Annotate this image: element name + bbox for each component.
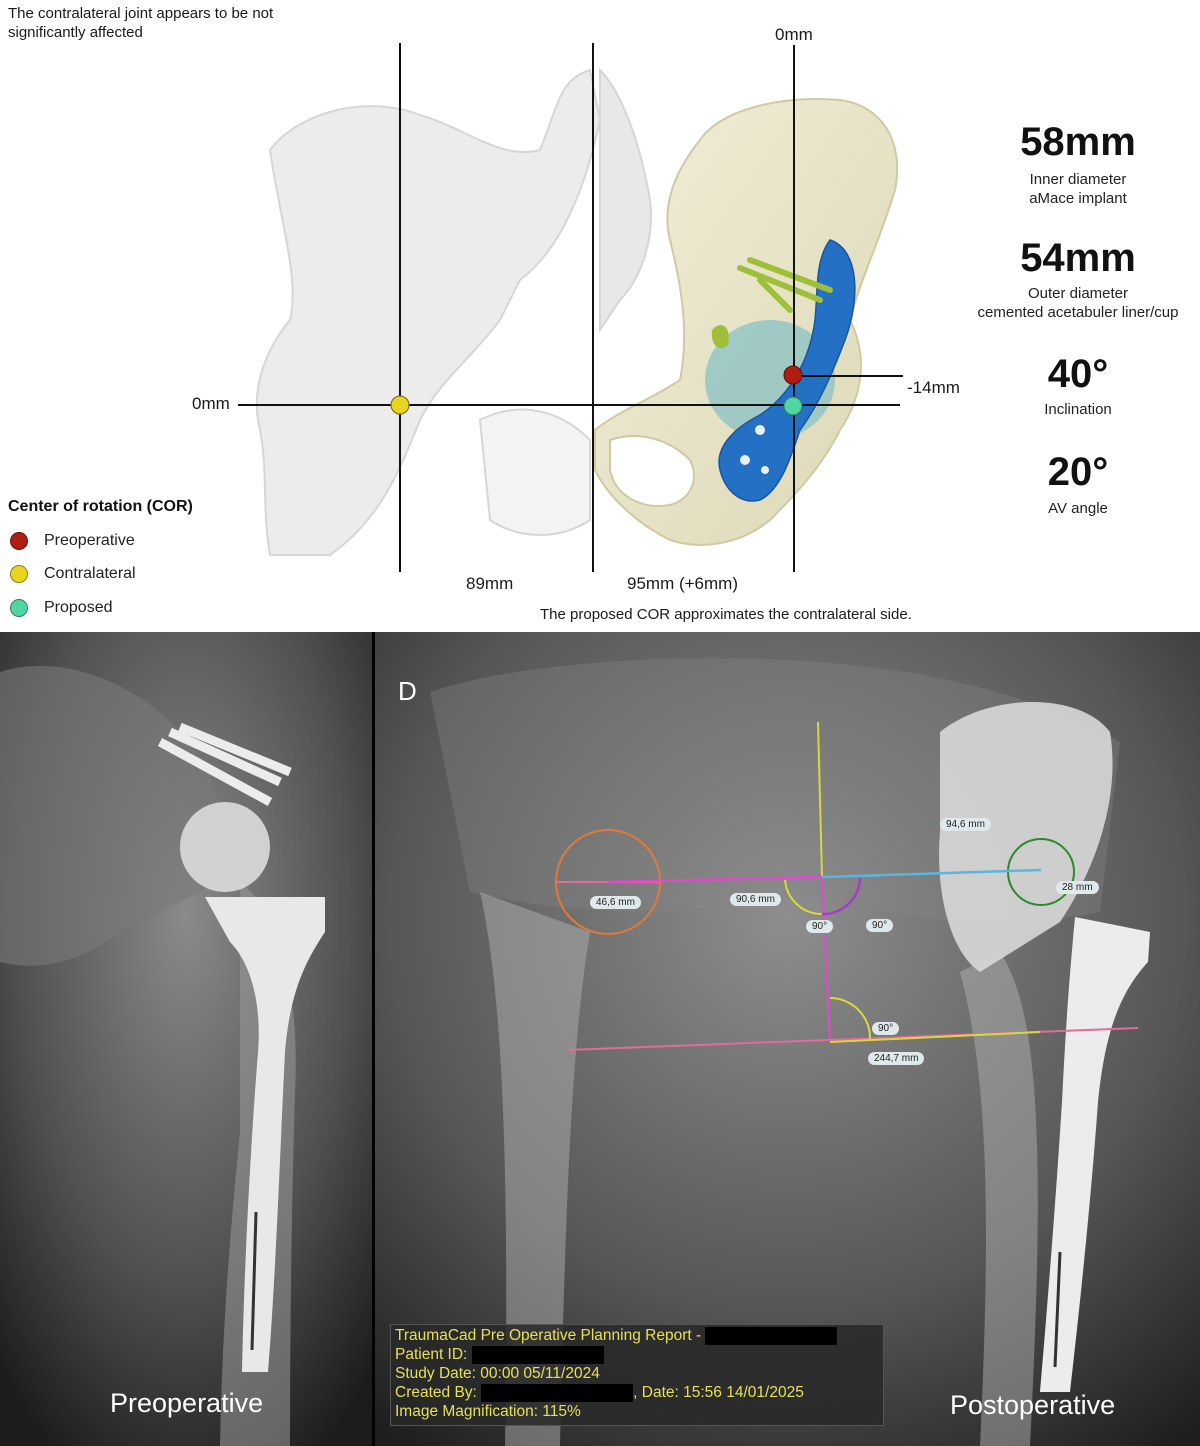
- stat-inclination-value: 40°: [1047, 352, 1109, 396]
- stat-av-angle-label: AV angle: [1048, 500, 1108, 517]
- report-created-by: Created By:: [395, 1384, 477, 1402]
- stat-outer-diameter-value: 54mm: [1020, 236, 1136, 280]
- legend-item-proposed: Proposed: [10, 596, 113, 620]
- legend-label-contralateral: Contralateral: [44, 565, 136, 582]
- report-created-date: , Date: 15:56 14/01/2025: [633, 1384, 804, 1402]
- traumacad-report-box: TraumaCad Pre Operative Planning Report …: [390, 1324, 884, 1426]
- xray-images: [0, 632, 1200, 1446]
- legend-label-preoperative: Preoperative: [44, 532, 135, 549]
- redacted-block: [471, 1346, 604, 1364]
- pelvis-3d-render: [238, 43, 903, 572]
- stat-inclination-label: Inclination: [1044, 401, 1112, 418]
- contralateral-cor-marker: [390, 395, 410, 415]
- legend-title: Center of rotation (COR): [8, 498, 193, 515]
- report-patient-line: Patient ID:: [395, 1346, 604, 1364]
- measurement-angle-center-left: 90°: [806, 920, 834, 933]
- ghost-pelvis: [255, 67, 652, 556]
- proposed-cor-marker: [783, 396, 803, 416]
- xray-comparison-panel: D Preoperative Postoperative 46,6 mm 90,…: [0, 632, 1200, 1446]
- label-left-zero: 0mm: [192, 394, 230, 413]
- report-study-date: Study Date: 00:00 05/11/2024: [395, 1365, 600, 1382]
- preoperative-xray: [0, 632, 372, 1446]
- contralateral-note: The contralateral joint appears to be no…: [8, 5, 274, 41]
- preoperative-label: Preoperative: [110, 1388, 264, 1418]
- measurement-horizontal-left: 90,6 mm: [730, 893, 781, 906]
- measurement-angle-bottom: 90°: [872, 1022, 900, 1035]
- preoperative-cor-marker: [783, 365, 803, 385]
- report-title-line: TraumaCad Pre Operative Planning Report …: [395, 1327, 838, 1345]
- panel-letter: D: [398, 676, 417, 706]
- stat-outer-diameter-label: Outer diameter cemented acetabuler liner…: [958, 284, 1198, 322]
- postoperative-xray: [372, 632, 1200, 1446]
- report-created-line: Created By: , Date: 15:56 14/01/2025: [395, 1384, 804, 1402]
- legend-dot-preoperative: [10, 532, 28, 550]
- stat-inner-diameter-value: 58mm: [1020, 120, 1136, 164]
- report-patient-id: Patient ID:: [395, 1346, 468, 1364]
- legend-label-proposed: Proposed: [44, 599, 113, 616]
- measurement-overlays: [555, 721, 1139, 1051]
- measurement-circle-right: 28 mm: [1056, 881, 1099, 894]
- right-hemipelvis: [594, 98, 899, 546]
- cor-planning-panel: The contralateral joint appears to be no…: [0, 0, 1200, 632]
- label-right-offset: -14mm: [907, 378, 960, 397]
- redacted-block: [705, 1327, 838, 1345]
- legend-dot-contralateral: [10, 565, 28, 583]
- stat-inner-diameter-line2: aMace implant: [1029, 190, 1127, 207]
- legend-item-preoperative: Preoperative: [10, 529, 135, 553]
- cor-footer-note: The proposed COR approximates the contra…: [540, 606, 912, 623]
- legend-item-contralateral: Contralateral: [10, 562, 136, 586]
- label-dist-right: 95mm (+6mm): [627, 574, 738, 593]
- legend-dot-proposed: [10, 599, 28, 617]
- postoperative-label: Postoperative: [950, 1390, 1116, 1420]
- stat-inner-diameter-line1: Inner diameter: [1029, 171, 1127, 188]
- label-top-zero: 0mm: [775, 25, 813, 44]
- measurement-angle-center-right: 90°: [866, 919, 894, 932]
- stat-av-angle-value: 20°: [1047, 450, 1109, 494]
- stat-inner-diameter-label: Inner diameter aMace implant: [958, 170, 1198, 208]
- measurement-bottom-line: 244,7 mm: [868, 1052, 925, 1065]
- report-magnification: Image Magnification: 115%: [395, 1403, 581, 1420]
- stat-outer-diameter-line1: Outer diameter: [1027, 285, 1129, 302]
- measurement-horizontal-right: 94,6 mm: [940, 818, 991, 831]
- acetabular-implant: [705, 239, 856, 502]
- redacted-block: [481, 1384, 634, 1402]
- report-title: TraumaCad Pre Operative Planning Report …: [395, 1327, 702, 1345]
- stat-outer-diameter-line2: cemented acetabuler liner/cup: [977, 304, 1179, 321]
- measurement-circle-left: 46,6 mm: [590, 896, 641, 909]
- label-dist-left: 89mm: [466, 574, 514, 593]
